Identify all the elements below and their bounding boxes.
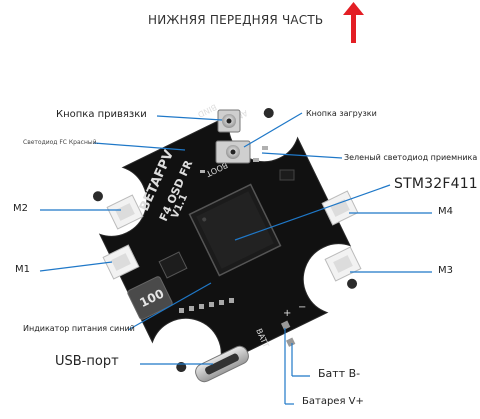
batt-minus-label: Батт В- xyxy=(318,367,361,380)
smd-part xyxy=(253,158,259,162)
batt-plus-label: Батарея V+ xyxy=(302,396,364,407)
boot-button-label: Кнопка загрузки xyxy=(306,109,377,118)
motor-connector-m2 xyxy=(106,194,144,230)
bind-silk: BIND xyxy=(196,102,218,119)
m4-label: M4 xyxy=(438,206,453,217)
usb-port-component xyxy=(195,345,249,383)
usb-port-label: USB-порт xyxy=(55,354,119,369)
mcu-chip xyxy=(188,183,282,277)
bind-button-label: Кнопка привязки xyxy=(56,109,147,120)
plus-silk: + xyxy=(283,308,291,319)
mcu-label: STM32F411 xyxy=(394,176,478,192)
m2-label: M2 xyxy=(13,203,28,214)
fc-red-led-label: Светодиод FC Красный. xyxy=(23,139,99,146)
bind-button-component xyxy=(217,109,241,133)
m3-label: M3 xyxy=(438,265,453,276)
rx-green-led-label: Зеленый светодиод приемника xyxy=(344,153,478,162)
inductor: 100 xyxy=(127,276,173,320)
motor-connector-m1 xyxy=(102,244,140,280)
front-arrow-icon xyxy=(343,2,364,43)
m1-label: M1 xyxy=(15,264,30,275)
motor-connector-m3 xyxy=(324,246,362,282)
smd-part xyxy=(279,169,295,181)
batt-minus-pad xyxy=(285,337,296,347)
boot-button-component xyxy=(215,140,251,164)
smd-part xyxy=(200,170,205,173)
regulator xyxy=(158,251,188,279)
power-led-label: Индикатор питания синий xyxy=(23,324,135,333)
page-title: НИЖНЯЯ ПЕРЕДНЯЯ ЧАСТЬ xyxy=(148,13,324,27)
batt-plus-pad xyxy=(280,320,291,330)
leader-lines xyxy=(39,112,432,405)
minus-silk: − xyxy=(298,302,306,313)
smd-part xyxy=(262,146,268,150)
solder-pads xyxy=(179,298,234,313)
